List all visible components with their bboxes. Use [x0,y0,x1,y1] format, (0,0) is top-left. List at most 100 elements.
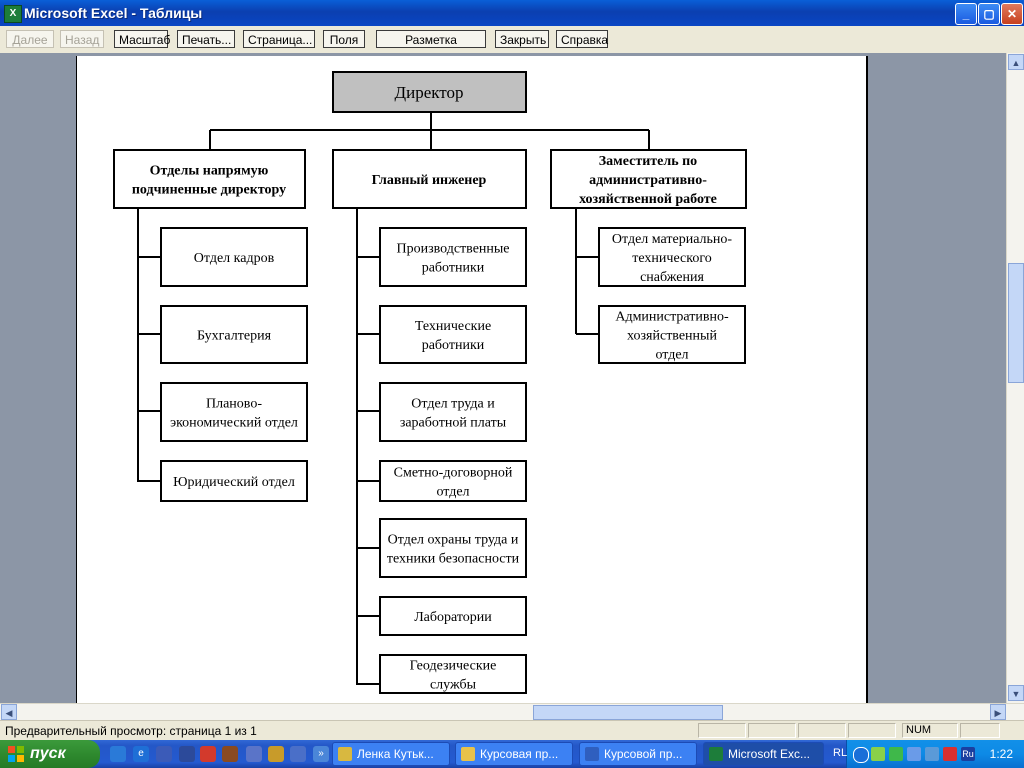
scroll-left-icon[interactable]: ◀ [1,704,17,720]
scroll-down-icon[interactable]: ▼ [1008,685,1024,701]
system-tray: RL Ru 1:22 [833,740,1024,768]
director-box [332,71,527,113]
box-technical-workers [379,305,527,364]
title-bar[interactable]: X Microsoft Excel - Таблицы _ ▢ ✕ [0,0,1024,26]
status-cell [848,723,896,738]
app-icon[interactable] [200,746,216,762]
app-icon[interactable] [246,746,262,762]
scroll-up-icon[interactable]: ▲ [1008,54,1024,70]
previous-page-button[interactable]: Назад [60,30,104,48]
box-supply [598,227,746,287]
taskbar-item[interactable]: Ленка Кутьк... [332,742,450,766]
tools-icon[interactable] [268,746,284,762]
num-lock-indicator: NUM [902,723,958,738]
box-legal [160,460,308,502]
box-planning [160,382,308,442]
network-icon[interactable] [110,746,126,762]
department-label: Планово-экономический отдел [170,396,298,430]
status-bar: Предварительный просмотр: страница 1 из … [0,720,1024,741]
box-admin-dept [598,305,746,364]
status-message: Предварительный просмотр: страница 1 из … [5,724,257,738]
vertical-scrollbar[interactable]: ▲ ▼ [1006,53,1024,703]
excel-icon [709,747,723,761]
margins-button[interactable]: Поля [323,30,365,48]
chief-engineer-label: Главный инженер [372,173,487,188]
department-label: Бухгалтерия [197,328,272,343]
department-label: Лаборатории [414,610,492,625]
status-cell [698,723,746,738]
player-icon[interactable] [222,746,238,762]
tray-expand-icon[interactable] [853,747,869,763]
box-personnel [160,227,308,287]
chief-engineer-box [332,149,527,209]
director-label: Директор [395,83,464,102]
folder-icon [461,747,475,761]
box-laboratories [379,596,527,636]
status-cell [798,723,846,738]
box-geodesy [379,654,527,694]
network-tray-icon[interactable] [907,747,921,761]
antivirus-icon[interactable] [871,747,885,761]
department-label: Отдел кадров [194,251,275,266]
preview-toolbar: Далее Назад Масштаб Печать... Страница..… [0,26,1024,65]
keyboard-layout-indicator[interactable]: Ru [961,747,975,761]
start-label: пуск [30,745,66,762]
window-title: Microsoft Excel - Таблицы [24,5,203,21]
help-button[interactable]: Справка [556,30,608,48]
scroll-right-icon[interactable]: ▶ [990,704,1006,720]
direct-departments-box [113,149,306,209]
start-button[interactable]: пуск [0,740,100,768]
close-preview-button[interactable]: Закрыть [495,30,549,48]
window-icon [338,747,352,761]
media-player-icon[interactable] [156,746,172,762]
show-more-icon[interactable]: » [313,746,329,762]
horizontal-scrollbar[interactable]: ◀ ▶ [0,703,1024,721]
horizontal-scroll-thumb[interactable] [533,705,723,720]
box-labor-wages [379,382,527,442]
vertical-scroll-thumb[interactable] [1008,263,1024,383]
box-accounting [160,305,308,364]
windows-logo-icon [8,746,24,762]
page-setup-button[interactable]: Страница... [243,30,315,48]
language-bar[interactable]: RL [833,747,848,759]
status-cell [960,723,1000,738]
print-button[interactable]: Печать... [177,30,235,48]
mail-icon[interactable] [179,746,195,762]
zoom-button[interactable]: Масштаб [114,30,170,48]
restore-button[interactable]: ▢ [978,3,1000,25]
tray-app-icon[interactable] [925,747,939,761]
box-production-workers [379,227,527,287]
internet-explorer-icon[interactable]: e [133,746,149,762]
excel-icon: X [4,5,22,23]
box-safety [379,518,527,578]
status-cell [748,723,796,738]
taskbar-item[interactable]: Курсовая пр... [455,742,573,766]
clock: 1:22 [989,747,1013,761]
deputy-director-box [550,149,747,209]
taskbar-item-excel[interactable]: Microsoft Exc... [703,742,824,766]
taskbar-item[interactable]: Курсовой пр... [579,742,697,766]
word-icon [585,747,599,761]
page-break-preview-button[interactable]: Разметка страницы [376,30,486,65]
minimize-button[interactable]: _ [955,3,977,25]
desktop-icon[interactable] [290,746,306,762]
connector-lines [137,112,650,685]
close-window-button[interactable]: ✕ [1001,3,1023,25]
next-page-button[interactable]: Далее [6,30,54,48]
tray-app-icon[interactable] [889,747,903,761]
tray-app-icon[interactable] [943,747,957,761]
taskbar: пуск e » Ленка Кутьк... Курсовая пр... К… [0,740,1024,768]
